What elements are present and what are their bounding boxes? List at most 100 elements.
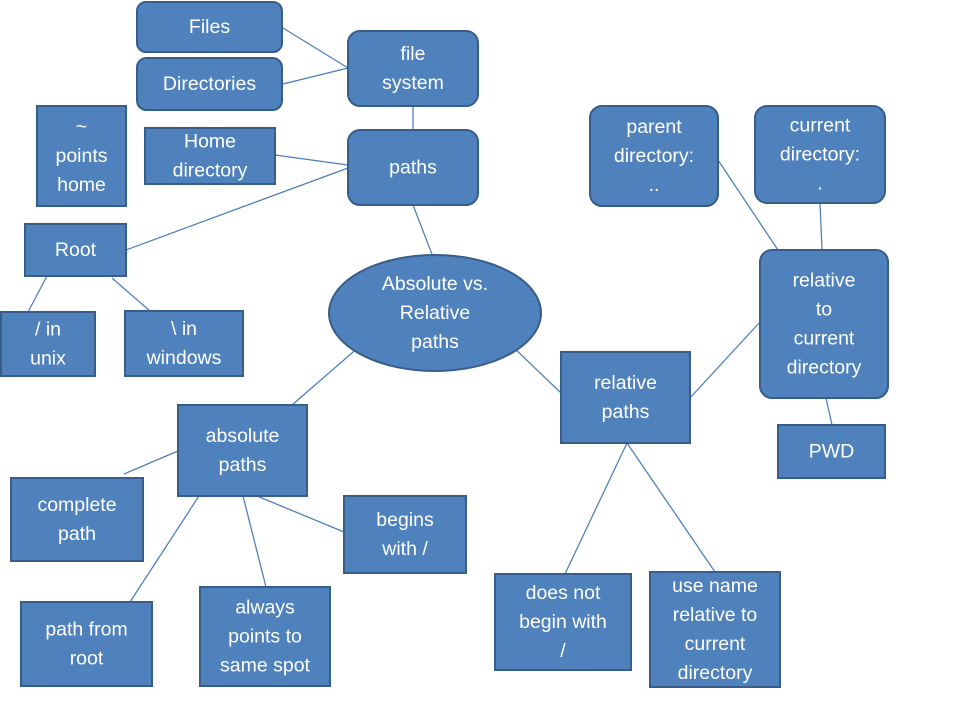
node-does-not-begin-shape	[494, 573, 632, 671]
node-paths-shape	[347, 129, 479, 206]
node-relative-paths-label-line-1: relative	[594, 372, 657, 394]
node-center-label-line-2: Relative	[400, 302, 470, 324]
node-backslash-windows: \ in windows	[124, 310, 244, 377]
node-backslash-windows-label-line-1: \ in	[171, 318, 197, 340]
node-absolute-paths-label-line-2: paths	[219, 454, 267, 476]
node-parent-directory-shape	[589, 105, 719, 207]
node-use-name-relative-label-line-4: directory	[678, 662, 753, 684]
node-absolute-paths-shape	[177, 404, 308, 497]
node-current-directory: current directory:.	[754, 105, 886, 204]
node-use-name-relative-label-line-3: current	[685, 633, 746, 655]
node-center-label-line-1: Absolute vs.	[382, 273, 488, 295]
node-root-shape	[24, 223, 127, 277]
node-always-same-spot-label-line-3: same spot	[220, 655, 311, 677]
node-begins-with-slash-label-line-1: begins	[376, 509, 434, 531]
node-paths-label-line-1: paths	[389, 157, 437, 179]
node-use-name-relative-label-line-1: use name	[672, 575, 758, 597]
connector-root-to-slash-unix	[27, 275, 48, 313]
node-home-directory-label-line-2: directory	[173, 160, 248, 182]
node-backslash-windows-shape	[124, 310, 244, 377]
node-always-same-spot-label-line-2: points to	[228, 626, 302, 648]
node-does-not-begin-label-line-2: begin with	[519, 611, 607, 633]
connector-center-to-relative-paths	[511, 345, 562, 394]
connector-center-to-absolute-paths	[291, 345, 361, 406]
connector-relative-to-current-to-current-directory	[819, 202, 823, 251]
connector-relative-paths-to-use-name-relative	[626, 442, 716, 573]
node-directories: Directories	[136, 57, 283, 111]
node-begins-with-slash-shape	[343, 495, 467, 574]
node-complete-path-label-line-2: path	[58, 523, 96, 545]
connector-relative-to-current-to-pwd	[825, 397, 833, 426]
node-root: Root	[24, 223, 127, 277]
node-home-directory-shape	[144, 127, 276, 185]
node-always-same-spot: always points to same spot	[199, 586, 331, 687]
connector-root-to-paths	[125, 167, 349, 251]
node-does-not-begin-label-line-3: /	[560, 640, 566, 662]
connector-home-directory-to-paths	[274, 154, 349, 166]
node-complete-path-label-line-1: complete	[37, 494, 116, 516]
node-points-home-label-line-1: ~	[76, 116, 87, 138]
node-center: Absolute vs. Relative paths	[328, 254, 542, 372]
node-absolute-paths-label-line-1: absolute	[206, 425, 280, 447]
node-relative-to-current-shape	[759, 249, 889, 399]
node-directories-shape	[136, 57, 283, 111]
node-center-shape	[328, 254, 542, 372]
node-begins-with-slash: begins with /	[343, 495, 467, 574]
node-path-from-root-label-line-2: root	[70, 648, 104, 670]
node-root-label-line-1: Root	[55, 239, 97, 261]
node-points-home-shape	[36, 105, 127, 207]
node-slash-unix-shape	[0, 311, 96, 377]
node-pwd: PWD	[777, 424, 886, 479]
connector-relative-to-current-to-parent-directory	[717, 159, 779, 251]
node-always-same-spot-shape	[199, 586, 331, 687]
node-backslash-windows-label-line-2: windows	[146, 347, 222, 369]
node-relative-paths-shape	[560, 351, 691, 444]
node-complete-path-shape	[10, 477, 144, 562]
connector-files-to-file-system	[282, 27, 349, 69]
node-directories-label-line-1: Directories	[163, 73, 256, 95]
node-files-shape	[136, 1, 283, 53]
connector-absolute-paths-to-path-from-root	[129, 495, 200, 603]
node-center-label-line-3: paths	[411, 331, 459, 353]
connector-lines	[27, 27, 833, 603]
connector-paths-to-center	[412, 204, 436, 263]
connector-root-to-backslash-windows	[111, 277, 151, 312]
node-relative-to-current: relative to current directory	[759, 249, 889, 399]
node-home-directory-label-line-1: Home	[184, 131, 236, 153]
node-begins-with-slash-label-line-2: with /	[381, 538, 428, 560]
node-points-home: ~ points home	[36, 105, 127, 207]
node-home-directory: Home directory	[144, 127, 276, 185]
node-use-name-relative-label-line-2: relative to	[673, 604, 758, 626]
node-current-directory-label-line-2: directory:	[780, 144, 860, 166]
connector-absolute-paths-to-complete-path	[123, 450, 179, 475]
node-files: Files	[136, 1, 283, 53]
node-pwd-label-line-1: PWD	[809, 441, 855, 463]
node-current-directory-label-line-1: current	[790, 115, 851, 137]
node-always-same-spot-label-line-1: always	[235, 597, 295, 619]
node-points-home-label-line-2: points	[55, 145, 107, 167]
node-relative-to-current-label-line-2: to	[816, 299, 832, 321]
node-paths: paths	[347, 129, 479, 206]
node-relative-paths: relative paths	[560, 351, 691, 444]
node-parent-directory-label-line-3: ..	[649, 174, 660, 196]
node-slash-unix-label-line-1: / in	[35, 319, 61, 341]
node-parent-directory-label-line-1: parent	[626, 116, 682, 138]
node-relative-to-current-label-line-4: directory	[787, 357, 862, 379]
node-current-directory-label-line-3: .	[817, 173, 822, 195]
connector-relative-paths-to-relative-to-current	[689, 321, 761, 399]
node-relative-to-current-label-line-3: current	[794, 328, 855, 350]
node-use-name-relative-shape	[649, 571, 781, 688]
node-relative-to-current-label-line-1: relative	[793, 270, 856, 292]
connector-directories-to-file-system	[282, 67, 349, 85]
node-points-home-label-line-3: home	[57, 174, 106, 196]
node-relative-paths-label-line-2: paths	[602, 401, 650, 423]
connector-relative-paths-to-does-not-begin	[564, 442, 628, 575]
node-file-system-label-line-2: system	[382, 72, 444, 94]
